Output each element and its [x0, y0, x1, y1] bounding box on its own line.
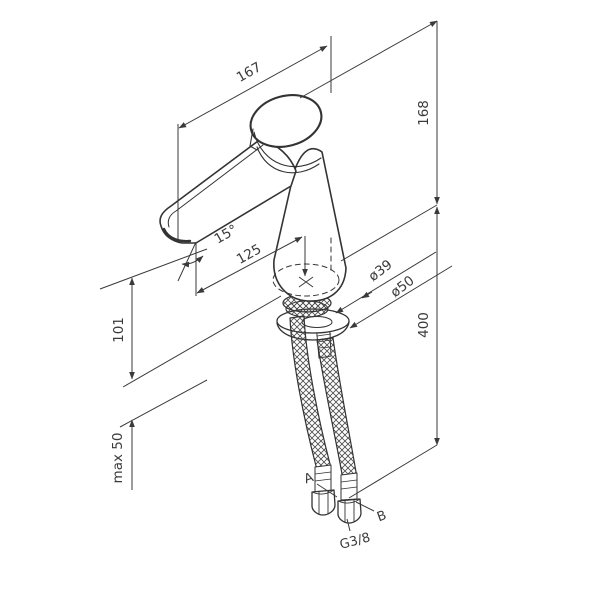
- faucet-spout: [159, 137, 297, 244]
- dim-dia39-label: ø39: [366, 257, 396, 285]
- hose-a-label: A: [302, 470, 316, 487]
- dimension-168-400: [122, 20, 440, 499]
- counter-plane-line-right: [340, 204, 438, 262]
- faucet-artwork: [159, 94, 362, 524]
- dim-dia50-label: ø50: [388, 273, 418, 301]
- center-cross: [298, 276, 314, 288]
- dimension-125: [196, 236, 314, 294]
- dim-max50-label: max 50: [110, 433, 126, 484]
- dimension-15deg: [177, 241, 204, 296]
- dim-400-label: 400: [416, 312, 432, 338]
- thread-size-label: G3/8: [338, 530, 372, 553]
- dim-167-label: 167: [234, 59, 264, 86]
- mounting-hole-hidden-circle: [272, 263, 340, 297]
- dim-101-label: 101: [111, 317, 127, 343]
- dim-168-label: 168: [416, 100, 432, 126]
- dimension-annotations: [99, 20, 453, 532]
- label-leaders: [316, 483, 375, 532]
- counter-plane-line: [122, 295, 282, 388]
- dimension-diameters: [335, 251, 453, 329]
- dimension-167: [177, 36, 332, 242]
- handle-notch: [249, 128, 258, 151]
- hose-hex-nut-a: [311, 489, 336, 516]
- dim-125-label: 125: [234, 241, 264, 267]
- hose-end-reference-line: [348, 444, 438, 499]
- hose-ferrules: [314, 464, 358, 501]
- hose-b-label: B: [375, 508, 389, 525]
- hose-hex-nut-b: [337, 498, 362, 524]
- spout-tip-edge: [162, 227, 192, 243]
